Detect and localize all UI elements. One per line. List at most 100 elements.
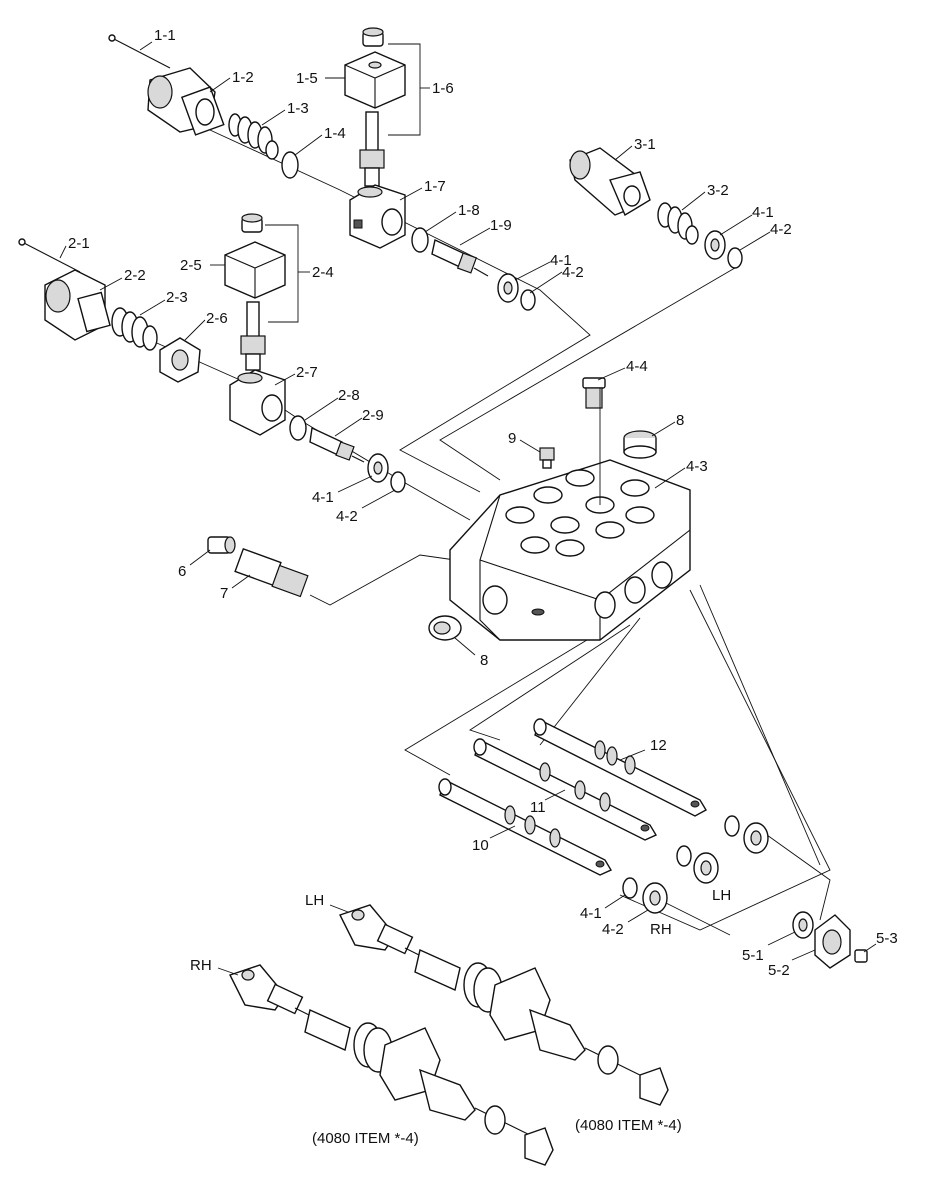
label-4-4: 4-4 xyxy=(626,358,648,375)
part-10-spool xyxy=(438,778,613,876)
label-4-2-d: 4-2 xyxy=(602,921,624,938)
callout-labels: 1-1 1-2 1-3 1-4 1-5 1-6 1-7 1-8 1-9 4-1 … xyxy=(68,27,898,1147)
part-2-9-plunger xyxy=(309,426,365,463)
part-1-4-o-ring xyxy=(281,151,299,179)
part-9-fitting xyxy=(539,447,555,469)
seal-o-ring-1 xyxy=(724,815,740,837)
label-rh-assembly: RH xyxy=(190,957,212,974)
part-1-1-rod xyxy=(108,34,171,69)
part-3-2-spring xyxy=(657,202,699,245)
part-7-check-valve xyxy=(234,547,309,598)
label-2-4: 2-4 xyxy=(312,264,334,281)
part-5-3-bolt xyxy=(854,949,868,963)
label-1-6: 1-6 xyxy=(432,80,454,97)
part-5-2-cap xyxy=(814,914,851,969)
part-4-4-plug xyxy=(582,377,606,409)
part-4-2-o-ring-b xyxy=(390,471,406,493)
part-4-1-washer-a xyxy=(497,273,519,303)
label-4-1-a: 4-1 xyxy=(550,252,572,269)
label-1-8: 1-8 xyxy=(458,202,480,219)
seal-washer-2-lh xyxy=(693,852,719,884)
lh-actuator-assembly xyxy=(339,904,669,1106)
part-4-1-washer-b xyxy=(367,453,389,483)
label-2-5: 2-5 xyxy=(180,257,202,274)
label-4-3: 4-3 xyxy=(686,458,708,475)
label-2-1: 2-1 xyxy=(68,235,90,252)
part-4-1-washer-c xyxy=(704,230,726,260)
part-2-2-solenoid xyxy=(44,269,111,341)
part-1-8-o-ring xyxy=(411,227,429,253)
label-rh-seal: RH xyxy=(650,921,672,938)
label-9: 9 xyxy=(508,430,516,447)
part-4-1-o-ring-d xyxy=(622,877,638,899)
part-1-9-plunger xyxy=(431,238,489,277)
part-1-6-tube xyxy=(359,111,385,187)
part-2-8-o-ring xyxy=(289,415,307,441)
note-lh-assembly: (4080 ITEM *-4) xyxy=(575,1117,682,1134)
label-3-2: 3-2 xyxy=(707,182,729,199)
label-lh-assembly: LH xyxy=(305,892,324,909)
label-2-8: 2-8 xyxy=(338,387,360,404)
part-11-spool xyxy=(473,738,658,841)
label-8-bottom: 8 xyxy=(480,652,488,669)
label-1-5: 1-5 xyxy=(296,70,318,87)
part-4-2-o-ring-c xyxy=(727,247,743,269)
label-1-3: 1-3 xyxy=(287,100,309,117)
part-2-1-rod xyxy=(18,238,81,273)
label-4-1-b: 4-1 xyxy=(312,489,334,506)
label-lh-seal: LH xyxy=(712,887,731,904)
part-2-3-spring xyxy=(111,307,158,351)
seal-washer-1 xyxy=(743,822,769,854)
solenoid-1-group xyxy=(108,27,536,311)
label-3-1: 3-1 xyxy=(634,136,656,153)
part-12-spool xyxy=(533,718,707,817)
label-1-9: 1-9 xyxy=(490,217,512,234)
leader-lines xyxy=(59,41,877,976)
label-4-2-a: 4-2 xyxy=(562,264,584,281)
part-4-2-o-ring-a xyxy=(520,289,536,311)
note-rh-assembly: (4080 ITEM *-4) xyxy=(312,1130,419,1147)
label-11: 11 xyxy=(530,799,546,816)
label-1-1: 1-1 xyxy=(154,27,176,44)
part-1-3-spring xyxy=(228,113,279,160)
part-2-6-gasket xyxy=(159,337,201,383)
label-8-top: 8 xyxy=(676,412,684,429)
part-2-4-tube xyxy=(240,301,266,371)
label-5-3: 5-3 xyxy=(876,930,898,947)
part-2-7-housing xyxy=(229,369,286,436)
label-2-9: 2-9 xyxy=(362,407,384,424)
label-4-2-b: 4-2 xyxy=(336,508,358,525)
label-2-6: 2-6 xyxy=(206,310,228,327)
part-2-4-nut xyxy=(241,213,263,233)
part-1-7-housing xyxy=(349,184,406,249)
solenoid-2-group xyxy=(18,213,406,493)
label-2-3: 2-3 xyxy=(166,289,188,306)
part-6-cap xyxy=(207,536,236,554)
rh-actuator-assembly xyxy=(229,964,554,1166)
label-2-2: 2-2 xyxy=(124,267,146,284)
label-7: 7 xyxy=(220,585,228,602)
part-4-2-washer-d-rh xyxy=(642,882,668,914)
relief-3-group xyxy=(569,147,743,269)
part-8-plug-top xyxy=(623,430,657,459)
part-8-plug-bottom xyxy=(428,615,462,641)
part-1-6-nut xyxy=(362,27,384,47)
label-4-1-d: 4-1 xyxy=(580,905,602,922)
label-12: 12 xyxy=(650,737,667,754)
part-3-1-relief-body xyxy=(569,147,651,217)
label-4-2-c: 4-2 xyxy=(770,221,792,238)
part-5-1-washer xyxy=(792,911,814,939)
label-10: 10 xyxy=(472,837,489,854)
part-2-5-coil xyxy=(224,241,286,299)
part-1-2-solenoid xyxy=(147,67,225,136)
seal-o-ring-2 xyxy=(676,845,692,867)
label-6: 6 xyxy=(178,563,186,580)
label-5-2: 5-2 xyxy=(768,962,790,979)
label-1-2: 1-2 xyxy=(232,69,254,86)
part-1-5-coil xyxy=(344,51,406,109)
label-2-7: 2-7 xyxy=(296,364,318,381)
label-1-7: 1-7 xyxy=(424,178,446,195)
label-5-1: 5-1 xyxy=(742,947,764,964)
label-4-1-c: 4-1 xyxy=(752,204,774,221)
